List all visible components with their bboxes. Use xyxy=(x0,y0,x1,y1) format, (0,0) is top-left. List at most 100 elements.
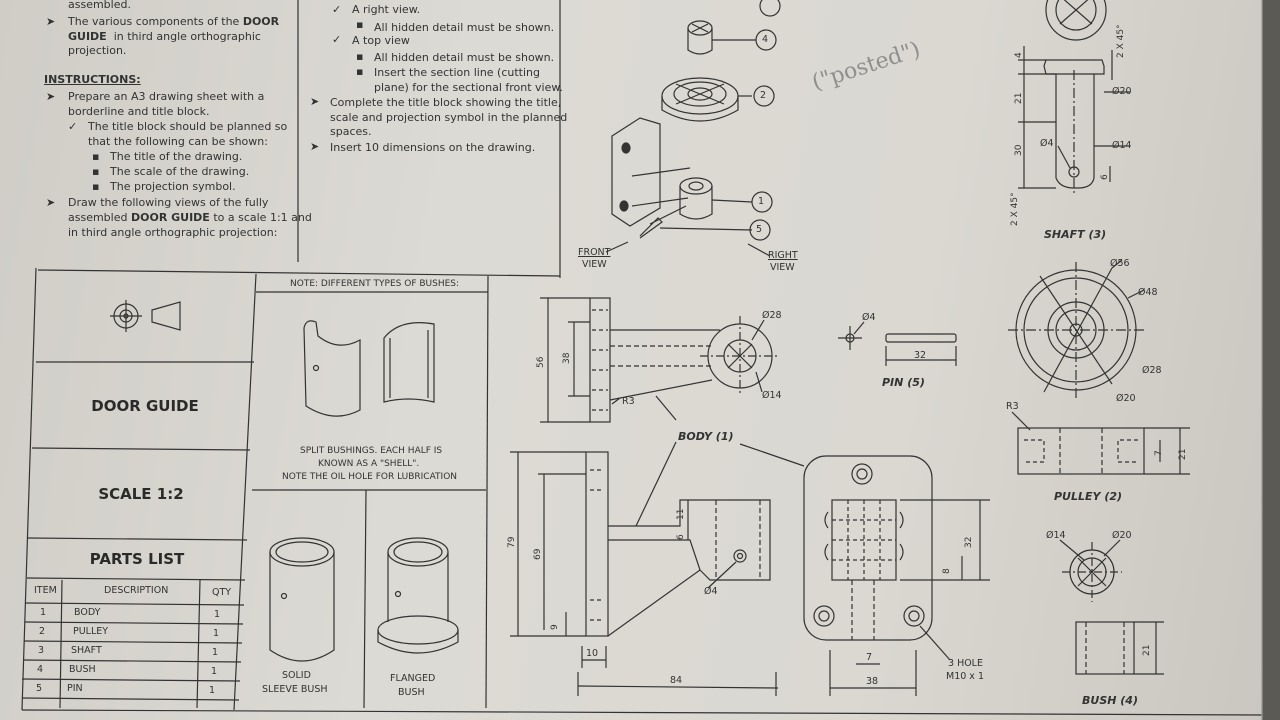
bullet-title: The title of the drawing. xyxy=(110,150,243,163)
parts-row-qty: 1 xyxy=(209,685,216,696)
balloon-1 xyxy=(751,191,773,213)
bush-side-view xyxy=(1075,621,1135,675)
square-bullet-icon: ▪ xyxy=(356,65,364,78)
dim-label: 7 xyxy=(1154,450,1164,456)
sheet-border-left xyxy=(21,267,37,711)
dim-label: 6 xyxy=(1100,174,1110,180)
check-icon: ✓ xyxy=(332,33,342,46)
text-assembled: assembled. xyxy=(68,0,131,11)
split-caption-2: KNOWN AS A "SHELL". xyxy=(318,459,420,469)
balloon-label: 2 xyxy=(760,90,767,101)
dim-label: Ø14 xyxy=(762,390,782,401)
part-title-pin: PIN (5) xyxy=(882,376,925,389)
instructions-heading: INSTRUCTIONS: xyxy=(44,73,141,86)
text-components: The various components of the DOOR xyxy=(68,15,280,28)
dim-label: Ø4 xyxy=(704,586,718,597)
instruction-2c: in third angle orthographic projection: xyxy=(68,226,278,239)
instruction-1d: that the following can be shown: xyxy=(88,135,268,148)
dim-label: 69 xyxy=(533,548,543,560)
instruction-box-bottom xyxy=(37,269,561,277)
dimensions-instruction: Insert 10 dimensions on the drawing. xyxy=(330,141,536,154)
balloon-label: 5 xyxy=(756,224,763,235)
flanged-caption-1: FLANGED xyxy=(390,673,436,684)
dim-label: 6 xyxy=(676,534,686,540)
square-bullet-icon: ▪ xyxy=(92,150,100,163)
flanged-caption-2: BUSH xyxy=(398,687,425,698)
dim-label: 11 xyxy=(676,508,686,520)
body-flange-front xyxy=(589,297,611,423)
title-block-b: scale and projection symbol in the plann… xyxy=(330,111,568,124)
balloon-label: 4 xyxy=(762,34,769,45)
dim-label: Ø14 xyxy=(1046,530,1066,541)
dim-label: Ø4 xyxy=(1040,138,1054,149)
iso-boss xyxy=(679,177,713,195)
titleblock-divider xyxy=(233,273,257,711)
top-view-item: A top view xyxy=(352,34,410,47)
part-title-bush: BUSH (4) xyxy=(1082,694,1138,707)
right-view-label: RIGHT xyxy=(768,250,798,261)
hole-callout-1: 3 HOLE xyxy=(948,658,983,669)
dim-label: 21 xyxy=(1142,644,1152,656)
dim-label: 10 xyxy=(586,648,599,659)
body-flange-side xyxy=(585,451,609,637)
header-item: ITEM xyxy=(34,585,57,596)
section-line-b: plane) for the sectional front view. xyxy=(374,81,563,94)
parts-row-item: 5 xyxy=(36,683,43,694)
projection-symbol-cone xyxy=(151,301,181,331)
dim-label: Ø4 xyxy=(862,312,876,323)
split-bush-shell-1 xyxy=(303,320,361,417)
bushes-note: NOTE: DIFFERENT TYPES OF BUSHES: xyxy=(290,279,460,289)
split-bush-shell-2 xyxy=(383,322,435,403)
dim-label: Ø14 xyxy=(1112,140,1132,151)
dim-label: R3 xyxy=(1006,401,1019,412)
parts-row-item: 1 xyxy=(40,607,47,618)
solid-caption-1: SOLID xyxy=(282,670,311,681)
solid-caption-2: SLEEVE BUSH xyxy=(262,684,328,695)
instruction-1b: borderline and title block. xyxy=(68,105,210,118)
dim-label: 2 X 45° xyxy=(1010,192,1020,226)
body-plan-outline xyxy=(803,455,933,641)
balloon-label: 1 xyxy=(758,196,765,207)
instruction-1c: The title block should be planned so xyxy=(88,120,288,133)
drawing-title: DOOR GUIDE xyxy=(91,397,199,415)
dim-label: 21 xyxy=(1178,448,1188,460)
square-bullet-icon: ▪ xyxy=(92,165,100,178)
square-bullet-icon: ▪ xyxy=(356,50,364,63)
part-title-body: BODY (1) xyxy=(678,430,734,443)
right-view-item: A right view. xyxy=(352,3,421,16)
dim-label: R3 xyxy=(622,396,635,407)
instruction-2a: Draw the following views of the fully xyxy=(68,196,269,209)
dim-label: Ø20 xyxy=(1112,530,1132,541)
text-components-3: projection. xyxy=(68,44,127,57)
dim-label: 9 xyxy=(550,624,560,630)
sheet-border-bottom xyxy=(21,709,1263,716)
parts-row-description: SHAFT xyxy=(71,645,102,656)
balloon-2 xyxy=(753,85,775,107)
arrow-bullet: ➤ xyxy=(46,15,56,28)
arrow-bullet: ➤ xyxy=(310,140,320,153)
dim-label: 38 xyxy=(562,352,572,364)
arrow-bullet: ➤ xyxy=(310,95,320,108)
handwritten-note: ("posted") xyxy=(809,37,923,95)
dim-label: 8 xyxy=(942,568,952,574)
part-title-shaft: SHAFT (3) xyxy=(1044,228,1107,241)
balloon-4 xyxy=(755,29,777,51)
header-qty: QTY xyxy=(212,587,232,598)
split-caption-3: NOTE THE OIL HOLE FOR LUBRICATION xyxy=(282,472,458,482)
bullet-scale: The scale of the drawing. xyxy=(110,165,250,178)
parts-row-qty: 1 xyxy=(212,647,219,658)
right-view-label-2: VIEW xyxy=(770,262,795,273)
text-components-2: GUIDE in third angle orthographic xyxy=(68,30,261,43)
instruction-1a: Prepare an A3 drawing sheet with a xyxy=(68,90,265,103)
dim-label: Ø20 xyxy=(1112,86,1132,97)
front-view-label-2: VIEW xyxy=(582,259,607,270)
dim-label: 32 xyxy=(964,536,974,548)
square-bullet-icon: ▪ xyxy=(356,18,364,31)
drawing-scale: SCALE 1:2 xyxy=(98,485,184,503)
dim-label: 32 xyxy=(914,350,927,361)
dim-label: 56 xyxy=(536,356,546,368)
instruction-2b: assembled DOOR GUIDE to a scale 1:1 and xyxy=(68,211,312,224)
hole-callout-2: M10 x 1 xyxy=(946,671,984,682)
pin-side-view xyxy=(885,333,957,343)
